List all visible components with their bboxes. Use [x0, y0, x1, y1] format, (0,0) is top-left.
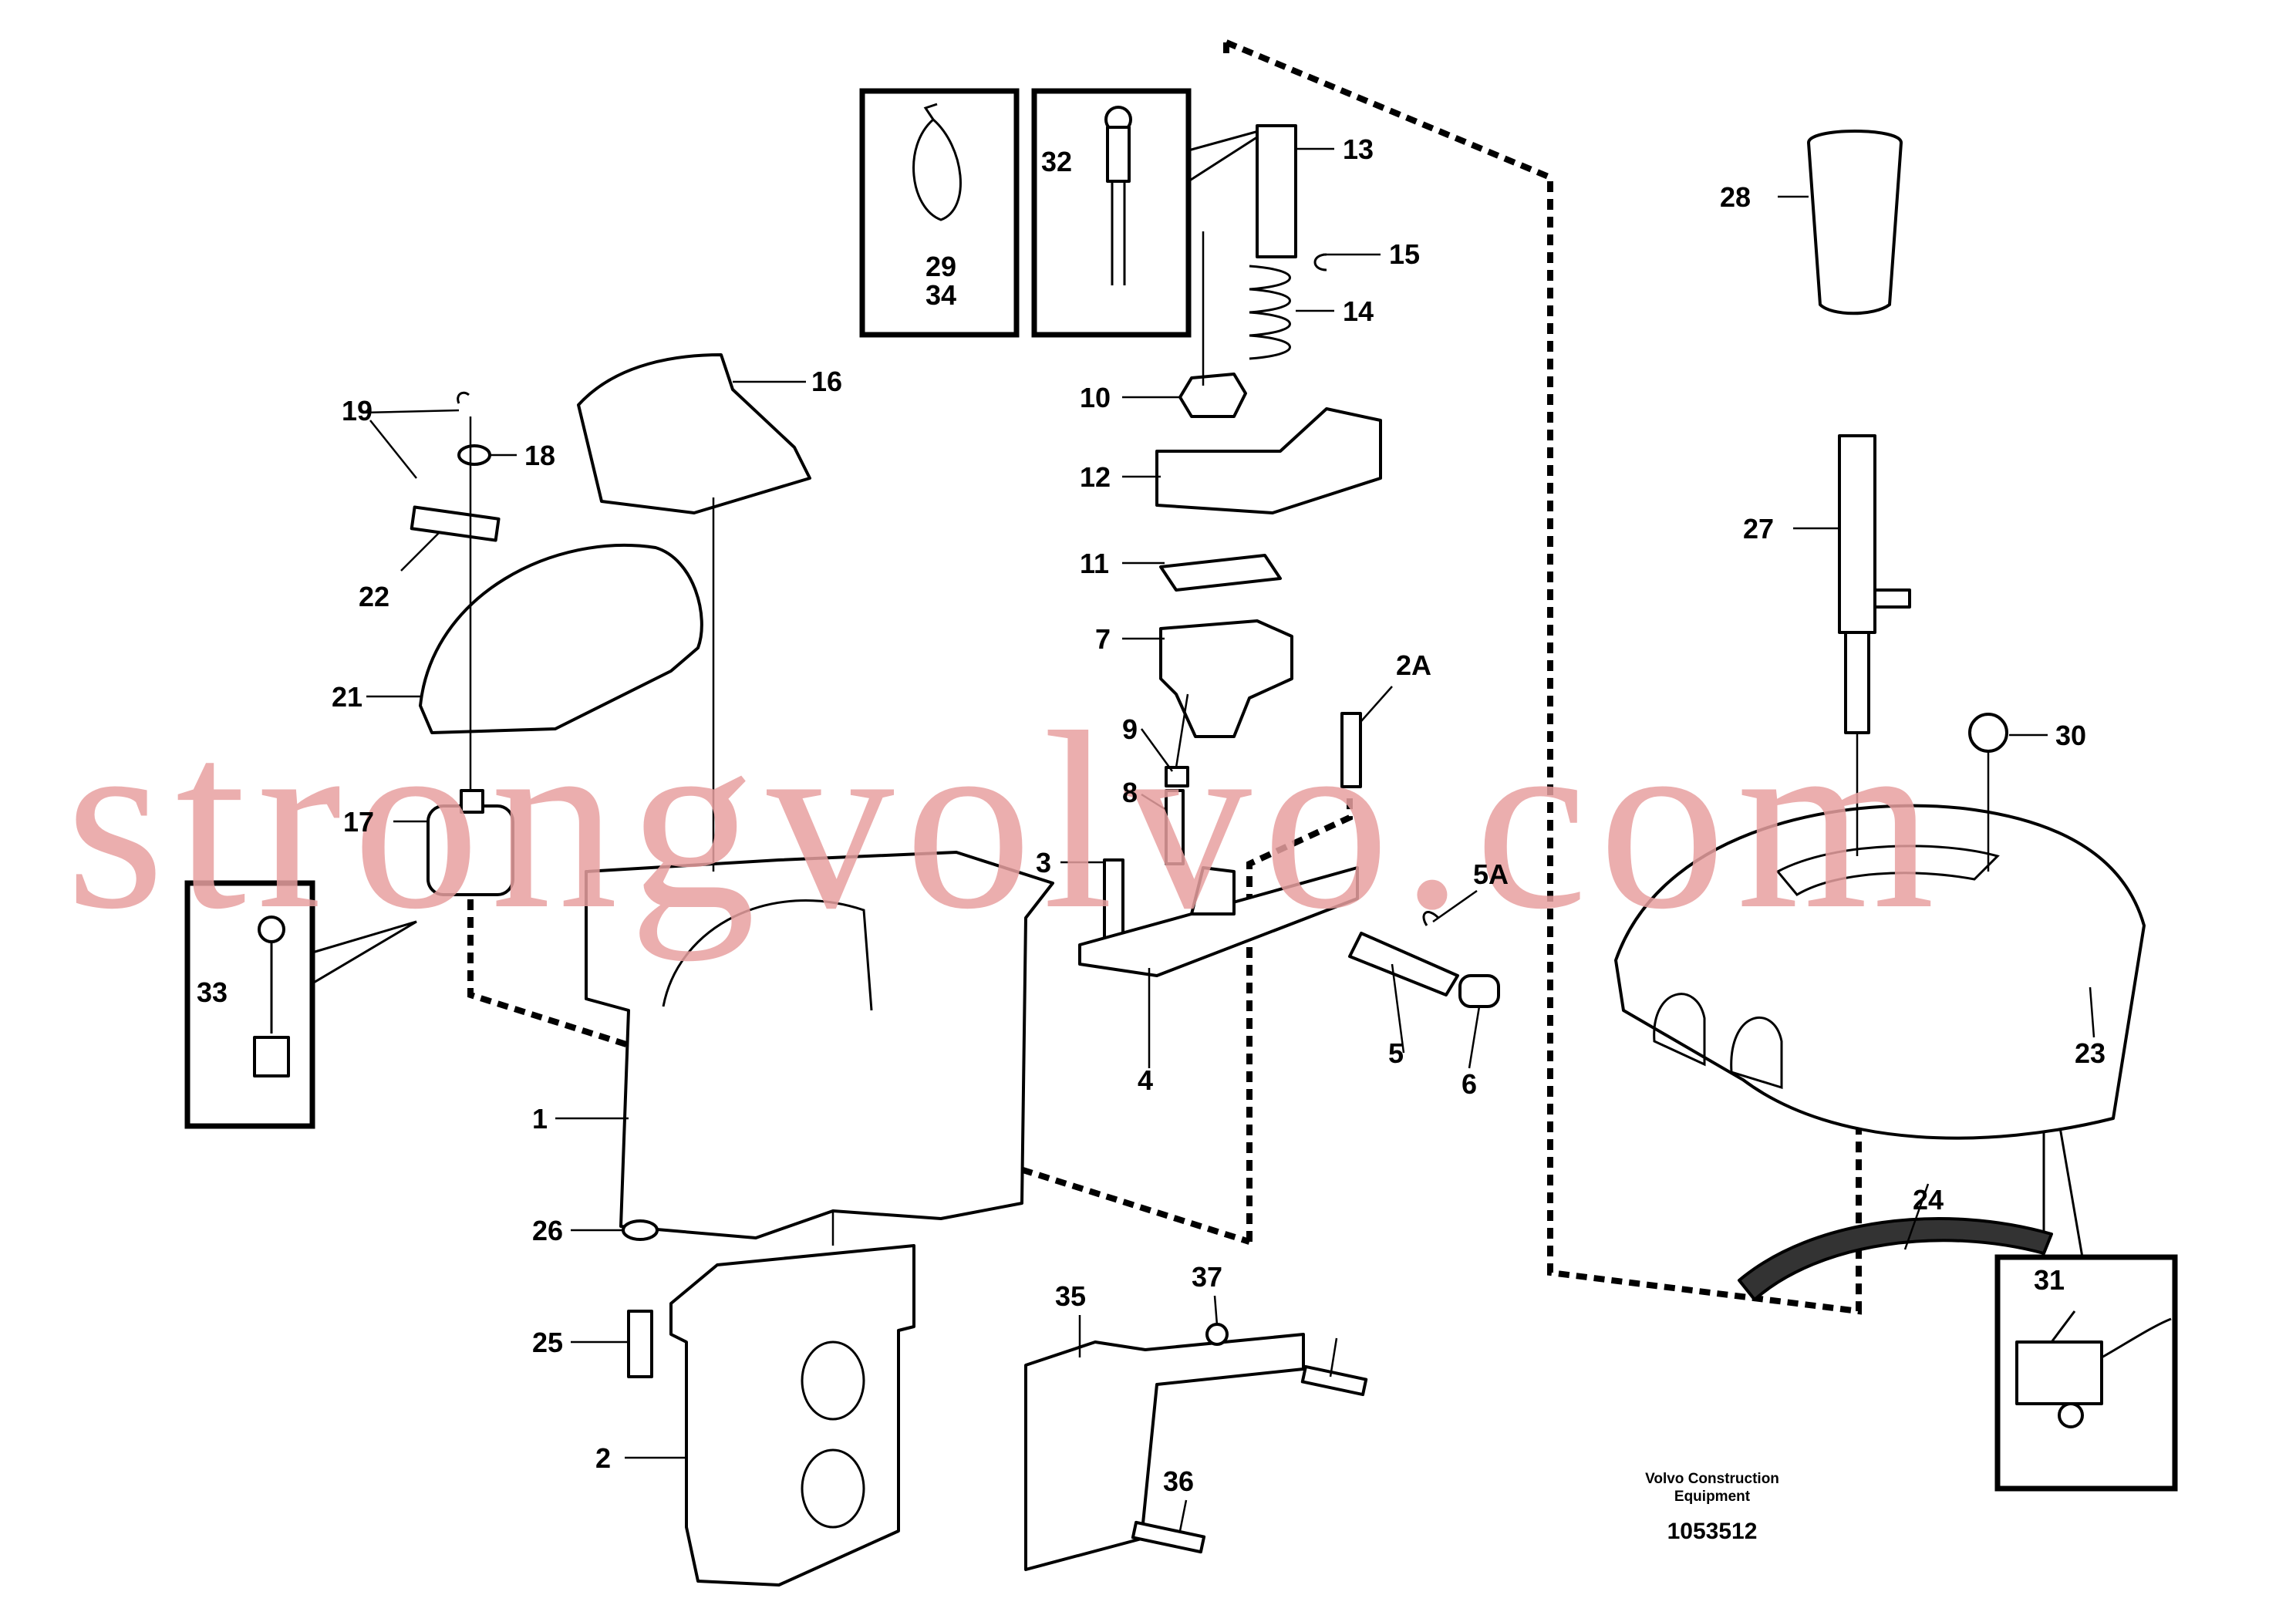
label-4: 4 — [1138, 1064, 1153, 1096]
label-12: 12 — [1080, 461, 1111, 493]
label-31: 32 — [1041, 146, 1072, 177]
label-14: 14 — [1343, 295, 1374, 327]
label-32: 33 — [197, 976, 228, 1008]
label-11: 11 — [1080, 548, 1109, 579]
part-shapes — [410, 124, 2146, 1587]
label-7: 7 — [1095, 623, 1111, 655]
label-22: 23 — [2075, 1037, 2106, 1069]
credit-line2: Equipment — [1674, 1489, 1751, 1505]
inset-box-micro-switch — [1994, 1254, 2178, 1492]
label-3: 3 — [1036, 847, 1051, 878]
label-19: 19 — [342, 395, 373, 427]
label-35: 36 — [1163, 1465, 1194, 1497]
label-8: 8 — [1122, 777, 1138, 808]
label-20: 21 — [332, 681, 362, 713]
label-5A: 5A — [1473, 858, 1509, 890]
label-21: 22 — [359, 581, 389, 612]
label-34: 35 — [1055, 1280, 1086, 1312]
label-15: 15 — [1389, 238, 1420, 270]
inset-box-ball-joint — [184, 880, 315, 1129]
label-25: 26 — [532, 1215, 563, 1246]
label-28: 29 — [925, 251, 956, 282]
inset-box-tie-strap — [859, 88, 1020, 338]
watermark-text: strongvolvo.com — [66, 680, 1945, 962]
label-27: 28 — [1720, 181, 1751, 213]
label-13: 13 — [1343, 133, 1374, 165]
label-23: 24 — [1913, 1184, 1944, 1216]
label-33: 34 — [925, 279, 956, 311]
label-2A: 2A — [1396, 649, 1431, 681]
label-16: 16 — [811, 366, 842, 397]
label-1: 1 — [532, 1103, 548, 1135]
label-6: 6 — [1462, 1068, 1477, 1100]
label-leaders — [362, 147, 2095, 1532]
label-24: 25 — [532, 1327, 563, 1358]
label-26: 27 — [1743, 513, 1774, 545]
inset-box-indicator-lamp — [1031, 88, 1192, 338]
label-2: 2 — [595, 1442, 611, 1474]
label-18: 18 — [524, 440, 555, 471]
label-17: 17 — [343, 806, 374, 838]
assembly-axis-lines — [469, 231, 1990, 1246]
label-5: 5 — [1388, 1037, 1404, 1069]
label-29: 30 — [2055, 720, 2086, 751]
credit-line1: Volvo Construction — [1645, 1471, 1779, 1487]
label-30: 31 — [2034, 1264, 2065, 1296]
credit-block: Volvo Construction Equipment 1053512 — [1645, 1471, 1779, 1544]
label-10: 10 — [1080, 382, 1111, 413]
part-labels: 13 15 14 10 12 11 7 9 8 2A 3 4 5 5A 6 32… — [197, 133, 2106, 1497]
document-number: 1053512 — [1667, 1519, 1758, 1544]
label-36: 37 — [1192, 1261, 1222, 1293]
label-9: 9 — [1122, 713, 1138, 745]
